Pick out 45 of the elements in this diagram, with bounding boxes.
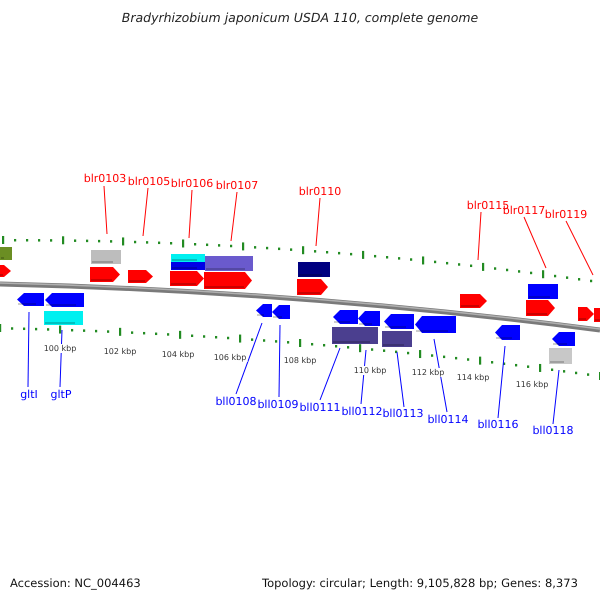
title: Bradyrhizobium japonicum USDA 110, complete genome — [122, 10, 478, 25]
leader-line — [28, 312, 30, 388]
leader-line — [566, 220, 594, 276]
gene-label: gltP — [50, 388, 72, 401]
leader-line — [142, 188, 148, 236]
scale-label: 102 kbp — [102, 347, 138, 356]
gene-label: bll0113 — [382, 407, 424, 420]
gene-label: bll0118 — [532, 424, 574, 437]
leader-line — [552, 370, 560, 424]
leader-line — [60, 330, 62, 388]
leader-line — [396, 352, 404, 408]
scale-label: 104 kbp — [160, 350, 196, 359]
scale-label: 106 kbp — [212, 353, 248, 362]
gene-label: bll0112 — [341, 405, 383, 418]
leader-line — [188, 190, 192, 238]
leader-line — [104, 186, 108, 234]
leader-line — [230, 192, 238, 242]
leader-line — [236, 322, 262, 394]
gene-label: blr0107 — [216, 179, 258, 192]
gene-label: bll0114 — [427, 413, 469, 426]
gene-label: blr0110 — [298, 185, 342, 198]
gene-label: blr0119 — [544, 208, 588, 221]
footer-text: Accession: NC_004463 — [10, 576, 141, 590]
leader-line — [278, 324, 280, 398]
gene-label: bll0108 — [215, 395, 257, 408]
leader-line — [524, 216, 546, 268]
leader-line — [320, 348, 340, 400]
scale-label: 112 kbp — [410, 368, 446, 377]
leader-line — [434, 338, 448, 412]
scale-label: 116 kbp — [514, 380, 550, 389]
gene-label: blr0103 — [84, 172, 126, 185]
gene-label: blr0105 — [128, 175, 170, 188]
footer-text: Topology: circular; Length: 9,105,828 bp; Genes: 8,373 — [262, 576, 578, 590]
gene-label: blr0106 — [170, 177, 214, 190]
scale-label: 110 kbp — [352, 366, 388, 375]
gene-label: bll0109 — [257, 398, 299, 411]
leader-line — [498, 346, 506, 418]
scale-label: 108 kbp — [282, 356, 318, 365]
gene-label: bll0111 — [299, 401, 341, 414]
scale-label: 114 kbp — [456, 373, 490, 382]
scale-label: 100 kbp — [42, 344, 78, 353]
gene-label: bll0116 — [477, 418, 519, 431]
leader-line — [478, 212, 482, 260]
leader-line — [316, 198, 320, 246]
gene-label: gltI — [20, 388, 38, 401]
